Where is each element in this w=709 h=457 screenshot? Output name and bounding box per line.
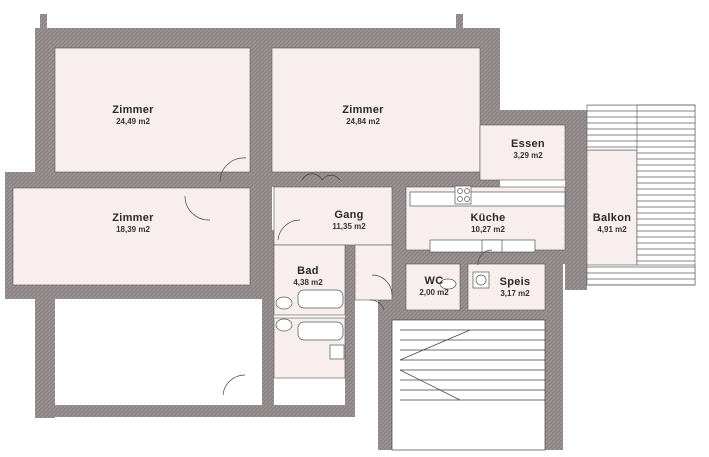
room-area: 18,39 m2 — [116, 224, 150, 234]
room-area: 2,00 m2 — [419, 287, 449, 297]
room-area: 3,17 m2 — [500, 288, 530, 298]
room-name: Küche — [470, 212, 506, 224]
room-name: WC — [424, 275, 444, 287]
room-area: 10,27 m2 — [471, 224, 505, 234]
room-name: Zimmer — [112, 212, 154, 224]
room-area: 4,91 m2 — [597, 224, 627, 234]
room-name: Zimmer — [112, 104, 154, 116]
staircase — [391, 319, 546, 451]
room-name: Balkon — [592, 212, 632, 224]
room-name: Essen — [511, 138, 545, 150]
room-name: Zimmer — [342, 104, 384, 116]
doors — [184, 157, 493, 396]
room-name: Gang — [334, 209, 364, 221]
fixtures — [275, 185, 566, 360]
room-name: Speis — [499, 276, 531, 288]
room-area: 24,49 m2 — [116, 116, 150, 126]
room-area: 3,29 m2 — [513, 150, 543, 160]
room-area: 4,38 m2 — [293, 277, 323, 287]
room-area: 11,35 m2 — [332, 221, 366, 231]
room-area: 24,84 m2 — [346, 116, 380, 126]
room-name: Bad — [297, 265, 319, 277]
